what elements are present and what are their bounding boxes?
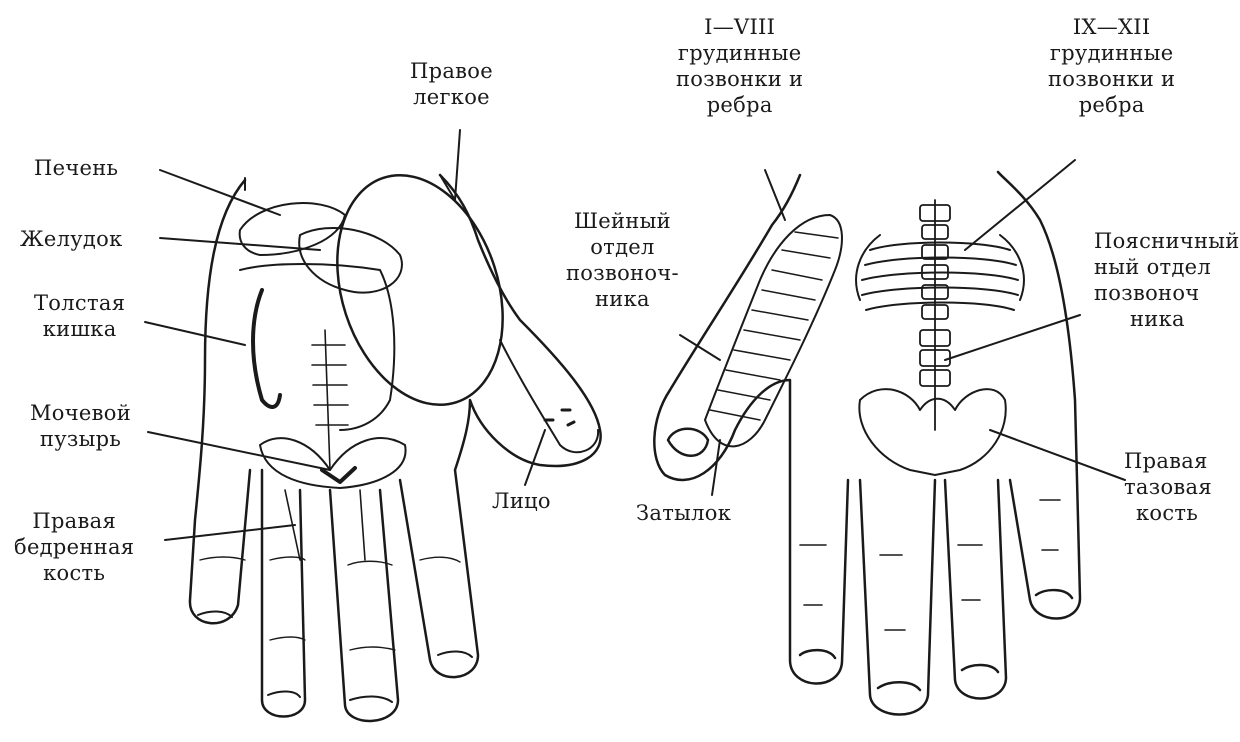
label-occiput: Затылок xyxy=(636,500,731,526)
label-line: Лицо xyxy=(492,488,551,514)
label-bladder: Мочевой пузырь xyxy=(30,400,131,452)
right-hand xyxy=(654,172,1080,715)
label-line: Печень xyxy=(34,155,118,181)
label-lumbar: Поясничный ный отдел позвоноч ника xyxy=(1094,228,1240,332)
label-line: Толстая xyxy=(34,290,125,316)
label-thoracic-9-12: IX—XII грудинные позвонки и ребра xyxy=(1048,14,1175,118)
label-line: кость xyxy=(14,560,134,586)
label-stomach: Желудок xyxy=(20,226,123,252)
label-line: позвонки и xyxy=(1048,66,1175,92)
label-liver: Печень xyxy=(34,155,118,181)
label-line: грудинные xyxy=(1048,40,1175,66)
label-line: позвоноч xyxy=(1094,280,1240,306)
label-line: ника xyxy=(1094,306,1240,332)
colon-shape xyxy=(253,290,280,407)
label-line: тазовая xyxy=(1124,474,1240,500)
label-line: ный отдел xyxy=(1094,254,1240,280)
label-line: Шейный xyxy=(566,208,679,234)
label-pelvic: Правая тазовая кость xyxy=(1124,448,1240,526)
label-line: бедренная xyxy=(14,534,134,560)
label-line: ребра xyxy=(676,92,803,118)
stomach-shape xyxy=(299,228,402,293)
left-hand xyxy=(190,154,601,721)
label-line: кость xyxy=(1124,500,1240,526)
label-cervical: Шейный отдел позвоноч- ника xyxy=(566,208,679,312)
label-line: грудинные xyxy=(676,40,803,66)
label-line: пузырь xyxy=(30,426,131,452)
pelvis-shape xyxy=(859,389,1005,475)
label-colon: Толстая кишка xyxy=(34,290,125,342)
label-line: IX—XII xyxy=(1048,14,1175,40)
cervical-vertebrae xyxy=(710,232,838,420)
label-line: позвонки и xyxy=(676,66,803,92)
label-line: ребра xyxy=(1048,92,1175,118)
spine xyxy=(920,200,950,430)
label-line: Желудок xyxy=(20,226,123,252)
label-face: Лицо xyxy=(492,488,551,514)
label-line: позвоноч- xyxy=(566,260,679,286)
label-line: Поясничный xyxy=(1094,228,1240,254)
label-line: I—VIII xyxy=(676,14,803,40)
label-right-lung: Правое легкое xyxy=(410,58,493,110)
label-line: ника xyxy=(566,286,679,312)
label-line: отдел xyxy=(566,234,679,260)
label-line: Правая xyxy=(1124,448,1240,474)
label-line: Правое xyxy=(410,58,493,84)
label-thoracic-1-8: I—VIII грудинные позвонки и ребра xyxy=(676,14,803,118)
label-line: Мочевой xyxy=(30,400,131,426)
label-line: Правая xyxy=(14,508,134,534)
left-spine xyxy=(312,330,348,470)
label-femur: Правая бедренная кость xyxy=(14,508,134,586)
label-line: Затылок xyxy=(636,500,731,526)
label-line: кишка xyxy=(34,316,125,342)
label-line: легкое xyxy=(410,84,493,110)
